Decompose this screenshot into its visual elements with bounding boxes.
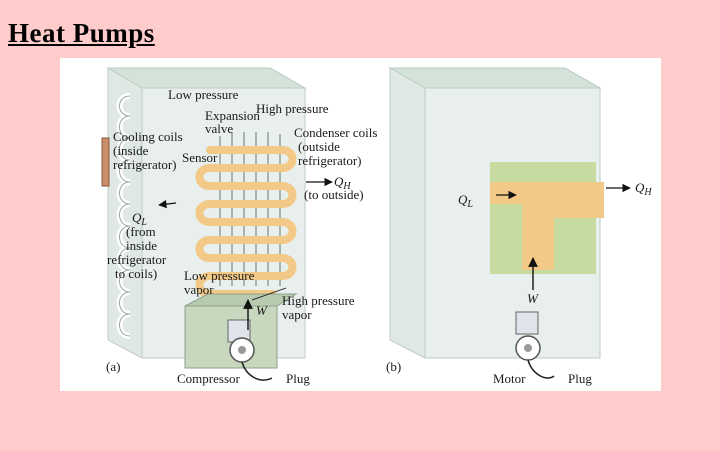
- condenser-coil: [195, 146, 297, 298]
- panel-a-tag: (a): [106, 359, 120, 374]
- label-qh-b: QH: [635, 180, 652, 198]
- label-from-2: inside: [126, 238, 157, 253]
- label-expansion-2: valve: [205, 121, 233, 136]
- label-hp-vapor-1: High pressure: [282, 293, 355, 308]
- label-plug-a: Plug: [286, 371, 310, 386]
- heat-flow-band: [490, 182, 604, 270]
- heat-pump-figure: Low pressure High pressure Expansion val…: [60, 58, 661, 391]
- label-to-outside: (to outside): [304, 187, 364, 202]
- label-cooling-2: (inside: [113, 143, 149, 158]
- label-motor: Motor: [493, 371, 526, 386]
- label-low-pressure: Low pressure: [168, 87, 239, 102]
- label-compressor: Compressor: [177, 371, 241, 386]
- slide-title: Heat Pumps: [8, 18, 155, 48]
- panel-b: QL QH W Motor Plug (b): [386, 67, 652, 386]
- label-expansion-1: Expansion: [205, 108, 260, 123]
- label-ql-a: QL: [132, 210, 147, 228]
- label-work-b: W: [527, 291, 539, 306]
- panel-a: Low pressure High pressure Expansion val…: [101, 67, 377, 386]
- label-lp-vapor-1: Low pressure: [184, 268, 255, 283]
- label-from-3: refrigerator: [107, 252, 167, 267]
- label-cooling-3: refrigerator): [113, 157, 177, 172]
- sensor-tab: [101, 137, 110, 187]
- panel-b-tag: (b): [386, 359, 401, 374]
- label-condenser-2: (outside: [298, 139, 340, 154]
- label-from-4: to coils): [115, 266, 157, 281]
- label-high-pressure: High pressure: [256, 101, 329, 116]
- label-ql-b: QL: [458, 192, 473, 210]
- label-cooling-1: Cooling coils: [113, 129, 183, 144]
- label-from-1: (from: [126, 224, 156, 239]
- label-work-a: W: [256, 303, 268, 318]
- label-sensor: Sensor: [182, 150, 218, 165]
- label-condenser-1: Condenser coils: [294, 125, 377, 140]
- label-plug-b: Plug: [568, 371, 592, 386]
- label-qh-a: QH: [334, 174, 351, 192]
- label-hp-vapor-2: vapor: [282, 307, 312, 322]
- label-lp-vapor-2: vapor: [184, 282, 214, 297]
- label-condenser-3: refrigerator): [298, 153, 362, 168]
- motor: [515, 311, 555, 379]
- ql-arrow-a: [158, 199, 177, 209]
